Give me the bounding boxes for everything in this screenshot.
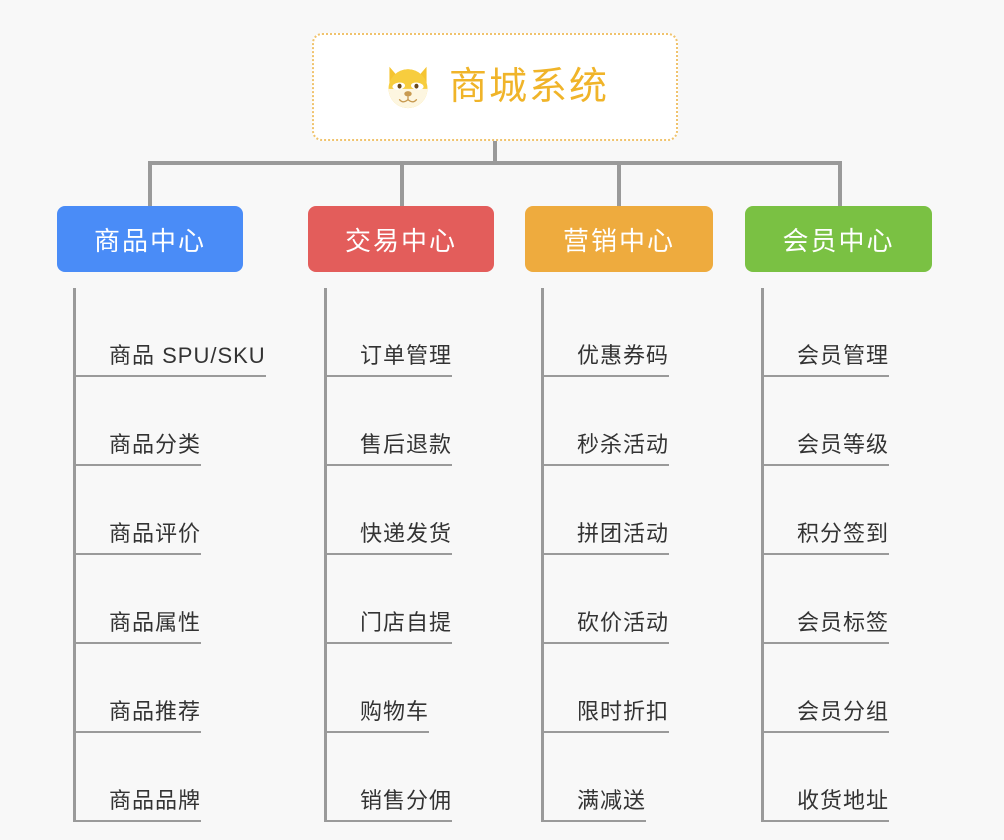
category-label-2: 交易中心	[344, 225, 457, 256]
leaf-item[interactable]: 积分签到	[761, 466, 985, 555]
root-title: 商城系统	[448, 66, 609, 108]
category-node-3[interactable]: 营销中心	[525, 206, 713, 272]
leaf-label: 收货地址	[761, 788, 890, 822]
leaf-stem-3	[541, 288, 544, 822]
root-node[interactable]: 商城系统	[312, 33, 678, 141]
branch-column-4: 会员中心 会员管理 会员等级 积分签到 会员标签 会员分组 收货地址	[745, 206, 985, 838]
branch-column-2: 交易中心 订单管理 售后退款 快递发货 门店自提 购物车 销售分佣	[308, 206, 548, 838]
leaf-label: 会员分组	[761, 699, 890, 733]
leaf-item[interactable]: 拼团活动	[541, 466, 765, 555]
connector-drop-2	[400, 161, 404, 208]
category-node-1[interactable]: 商品中心	[57, 206, 243, 272]
leaf-item[interactable]: 销售分佣	[324, 733, 548, 822]
leaf-item[interactable]: 会员管理	[761, 288, 985, 377]
leaf-item[interactable]: 门店自提	[324, 555, 548, 644]
leaf-label: 商品属性	[73, 610, 202, 644]
leaf-stem-4	[761, 288, 764, 822]
connector-drop-3	[617, 161, 621, 208]
leaf-item[interactable]: 秒杀活动	[541, 377, 765, 466]
leaf-label: 商品分类	[73, 432, 202, 466]
category-node-4[interactable]: 会员中心	[745, 206, 932, 272]
leaf-label: 商品 SPU/SKU	[73, 343, 266, 377]
leaf-item[interactable]: 会员标签	[761, 555, 985, 644]
leaf-label: 满减送	[541, 788, 647, 822]
category-label-4: 会员中心	[782, 225, 895, 256]
leaf-item[interactable]: 快递发货	[324, 466, 548, 555]
leaf-stem-1	[73, 288, 76, 822]
connector-bus	[148, 161, 842, 165]
leaf-label: 会员管理	[761, 343, 890, 377]
leaf-item[interactable]: 商品分类	[73, 377, 357, 466]
leaf-item[interactable]: 收货地址	[761, 733, 985, 822]
leaf-label: 商品评价	[73, 521, 202, 555]
leaf-item[interactable]: 满减送	[541, 733, 765, 822]
leaf-label: 砍价活动	[541, 610, 670, 644]
leaf-item[interactable]: 砍价活动	[541, 555, 765, 644]
leaf-label: 优惠券码	[541, 343, 670, 377]
leaf-label: 门店自提	[324, 610, 453, 644]
branch-column-3: 营销中心 优惠券码 秒杀活动 拼团活动 砍价活动 限时折扣 满减送	[525, 206, 765, 838]
leaf-item[interactable]: 订单管理	[324, 288, 548, 377]
connector-drop-1	[148, 161, 152, 208]
leaf-label: 订单管理	[324, 343, 453, 377]
leaf-list-1: 商品 SPU/SKU 商品分类 商品评价 商品属性 商品推荐 商品品牌	[73, 288, 357, 822]
leaf-label: 积分签到	[761, 521, 890, 555]
category-node-2[interactable]: 交易中心	[308, 206, 494, 272]
leaf-label: 购物车	[324, 699, 430, 733]
leaf-item[interactable]: 商品推荐	[73, 644, 357, 733]
leaf-list-4: 会员管理 会员等级 积分签到 会员标签 会员分组 收货地址	[761, 288, 985, 822]
branch-column-1: 商品中心 商品 SPU/SKU 商品分类 商品评价 商品属性 商品推荐 商品品牌	[57, 206, 357, 838]
leaf-label: 限时折扣	[541, 699, 670, 733]
leaf-label: 商品推荐	[73, 699, 202, 733]
leaf-item[interactable]: 优惠券码	[541, 288, 765, 377]
leaf-label: 商品品牌	[73, 788, 202, 822]
leaf-label: 会员等级	[761, 432, 890, 466]
category-label-3: 营销中心	[562, 225, 675, 256]
leaf-item[interactable]: 会员分组	[761, 644, 985, 733]
shiba-dog-face-icon	[381, 60, 435, 114]
leaf-stem-2	[324, 288, 327, 822]
leaf-list-3: 优惠券码 秒杀活动 拼团活动 砍价活动 限时折扣 满减送	[541, 288, 765, 822]
leaf-label: 会员标签	[761, 610, 890, 644]
leaf-label: 销售分佣	[324, 788, 453, 822]
leaf-item[interactable]: 售后退款	[324, 377, 548, 466]
leaf-item[interactable]: 商品品牌	[73, 733, 357, 822]
leaf-item[interactable]: 商品属性	[73, 555, 357, 644]
leaf-item[interactable]: 会员等级	[761, 377, 985, 466]
leaf-item[interactable]: 购物车	[324, 644, 548, 733]
leaf-label: 售后退款	[324, 432, 453, 466]
leaf-label: 快递发货	[324, 521, 453, 555]
category-label-1: 商品中心	[93, 225, 206, 256]
leaf-item[interactable]: 商品评价	[73, 466, 357, 555]
leaf-item[interactable]: 商品 SPU/SKU	[73, 288, 357, 377]
leaf-label: 秒杀活动	[541, 432, 670, 466]
leaf-item[interactable]: 限时折扣	[541, 644, 765, 733]
connector-root-stem	[493, 141, 497, 164]
leaf-list-2: 订单管理 售后退款 快递发货 门店自提 购物车 销售分佣	[324, 288, 548, 822]
connector-drop-4	[838, 161, 842, 208]
leaf-label: 拼团活动	[541, 521, 670, 555]
